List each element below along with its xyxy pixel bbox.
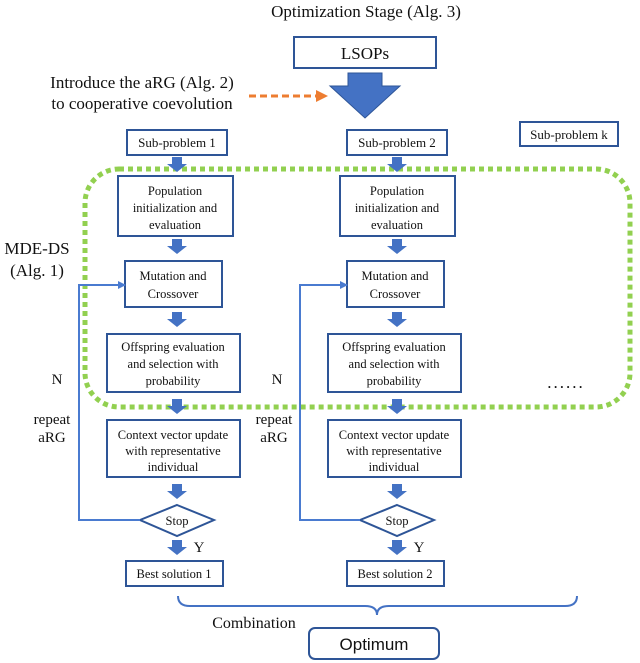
offspring-line1: Offspring evaluation — [121, 340, 225, 354]
subproblem-k-box — [519, 121, 619, 147]
best-solution-box — [346, 560, 445, 587]
down-arrow — [167, 312, 187, 327]
down-arrow — [167, 239, 187, 254]
stop-decision — [137, 503, 217, 538]
down-arrow — [387, 484, 407, 499]
offspring-box — [327, 333, 462, 393]
down-arrow — [387, 312, 407, 327]
down-arrow — [167, 399, 187, 414]
repeat-label-line2: aRG — [38, 430, 66, 446]
diagram-title: Optimization Stage (Alg. 3) — [271, 2, 461, 21]
stop-label: Stop — [166, 514, 189, 528]
repeat-label-line1: repeat — [256, 412, 293, 428]
subproblem-label: Sub-problem 1 — [138, 135, 216, 150]
subproblem-column-2: Sub-problem 2 Population initialization … — [256, 129, 462, 587]
down-arrow — [387, 540, 407, 555]
more-subproblems-ellipsis: ...... — [547, 373, 585, 392]
no-label: N — [272, 372, 283, 388]
down-arrow — [167, 157, 187, 172]
context-vector-line1: Context vector update — [118, 428, 229, 442]
population-init-line1: Population — [148, 184, 203, 198]
down-arrow — [167, 484, 187, 499]
mde-ds-label-line1: MDE-DS — [4, 239, 69, 258]
down-arrow — [167, 540, 187, 555]
lsops-down-arrow — [328, 72, 402, 119]
population-init-line2: initialization and — [355, 201, 440, 215]
mutation-box — [346, 260, 445, 308]
context-vector-line1: Context vector update — [339, 428, 450, 442]
best-solution-label: Best solution 2 — [357, 567, 432, 581]
context-vector-line2: with representative — [125, 444, 221, 458]
context-vector-line2: with representative — [346, 444, 442, 458]
offspring-box — [106, 333, 241, 393]
population-init-line1: Population — [370, 184, 425, 198]
population-init-box — [117, 175, 234, 237]
mutation-line1: Mutation and — [139, 269, 207, 283]
mde-ds-label-line2: (Alg. 1) — [10, 261, 64, 280]
offspring-line2: and selection with — [128, 357, 220, 371]
context-vector-box — [327, 419, 462, 478]
subproblem-label: Sub-problem 2 — [358, 135, 436, 150]
intro-dashed-arrow-head — [316, 90, 328, 102]
stop-decision — [357, 503, 437, 538]
repeat-loop-connector — [78, 281, 140, 521]
offspring-line3: probability — [146, 374, 202, 388]
repeat-label-line1: repeat — [34, 412, 71, 428]
repeat-label-line2: aRG — [260, 430, 288, 446]
mutation-line2: Crossover — [370, 287, 422, 301]
intro-text-line2: to cooperative coevolution — [51, 94, 233, 113]
population-init-line2: initialization and — [133, 201, 218, 215]
down-arrow — [387, 239, 407, 254]
context-vector-box — [106, 419, 241, 478]
no-label: N — [52, 372, 63, 388]
optimum-box — [308, 627, 440, 660]
lsops-box — [293, 36, 437, 69]
stop-label: Stop — [386, 514, 409, 528]
yes-label: Y — [194, 540, 205, 556]
subproblem-k-label: Sub-problem k — [530, 127, 608, 142]
mutation-box — [124, 260, 223, 308]
subproblem-column-1: Sub-problem 1 Population initialization … — [34, 129, 241, 587]
intro-text-line1: Introduce the aRG (Alg. 2) — [50, 73, 234, 92]
down-arrow — [387, 399, 407, 414]
best-solution-label: Best solution 1 — [136, 567, 211, 581]
population-init-line3: evaluation — [371, 218, 424, 232]
subproblem-box — [346, 129, 448, 156]
offspring-line1: Offspring evaluation — [342, 340, 446, 354]
population-init-box — [339, 175, 456, 237]
offspring-line3: probability — [367, 374, 423, 388]
best-solution-box — [125, 560, 224, 587]
lsops-label: LSOPs — [341, 44, 389, 63]
population-init-line3: evaluation — [149, 218, 202, 232]
offspring-line2: and selection with — [349, 357, 441, 371]
mutation-line1: Mutation and — [361, 269, 429, 283]
mde-ds-region — [82, 166, 633, 410]
repeat-loop-connector — [299, 281, 360, 521]
context-vector-line3: individual — [369, 460, 420, 474]
combination-label: Combination — [212, 615, 296, 632]
optimum-label: Optimum — [340, 635, 409, 654]
yes-label: Y — [414, 540, 425, 556]
context-vector-line3: individual — [148, 460, 199, 474]
down-arrow — [387, 157, 407, 172]
subproblem-box — [126, 129, 228, 156]
mutation-line2: Crossover — [148, 287, 200, 301]
combination-brace — [177, 595, 578, 616]
